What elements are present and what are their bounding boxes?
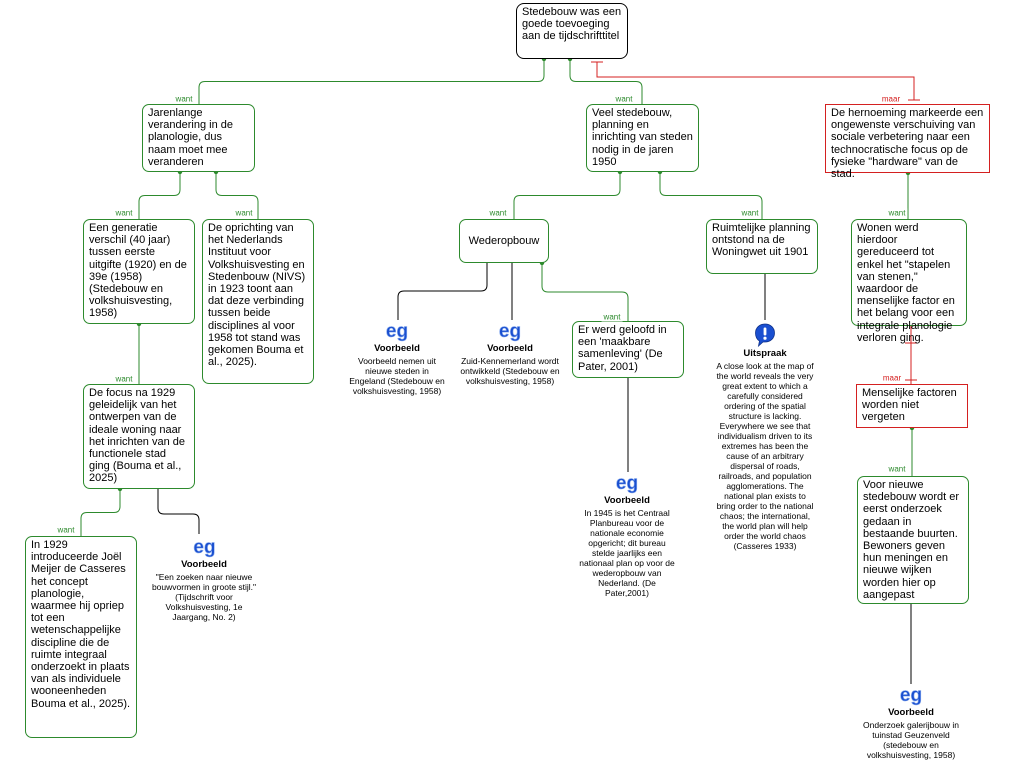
want-label-wederopbouw: want (487, 208, 509, 218)
reason-generatie[interactable]: Een generatie verschil (40 jaar) tussen … (83, 219, 195, 324)
svg-text:eg: eg (386, 322, 408, 342)
reason-wederopbouw[interactable]: Wederopbouw (459, 219, 549, 263)
reason-wonen[interactable]: Wonen werd hierdoor gereduceerd tot enke… (851, 219, 967, 344)
note-title: Voorbeeld (604, 495, 650, 506)
example-eg-icon: eg (386, 322, 409, 342)
link-root-hernoeming (596, 62, 915, 100)
svg-text:eg: eg (616, 474, 638, 494)
note-title: Voorbeeld (888, 707, 934, 718)
note-title: Uitspraak (743, 348, 787, 359)
link-focus-example (157, 489, 200, 534)
svg-text:eg: eg (499, 322, 521, 342)
want-label-jarenlange: want (173, 94, 195, 104)
link-focus-meijer (80, 489, 121, 536)
want-label-meijer: want (55, 525, 77, 535)
link-veel-ruimtelijke (659, 172, 763, 219)
reason-jarenlange[interactable]: Jarenlange verandering in de planologie,… (142, 104, 255, 172)
link-jarenlange-oprichting (215, 172, 259, 219)
want-label-generatie: want (113, 208, 135, 218)
want-label-maakbare: want (601, 312, 623, 322)
note-example-3[interactable]: eg Voorbeeld Zuid-Kennemerland wordt ont… (459, 322, 561, 386)
reason-meijer[interactable]: In 1929 introduceerde Joël Meijer de Cas… (25, 536, 137, 738)
want-label-wonen: want (886, 208, 908, 218)
want-label-focus: want (113, 374, 135, 384)
note-example-5[interactable]: eg Voorbeeld Onderzoek galerijbouw in tu… (859, 686, 963, 760)
reason-maakbare[interactable]: Er werd geloofd in een 'maakbare samenle… (572, 321, 684, 378)
exclamation-icon (755, 323, 775, 347)
example-eg-icon: eg (193, 538, 216, 558)
note-example-2[interactable]: eg Voorbeeld Voorbeeld nemen uit nieuwe … (349, 322, 445, 396)
reason-veel-stedebouw[interactable]: Veel stedebouw, planning en inrichting v… (586, 104, 699, 172)
want-label-nieuwe: want (886, 464, 908, 474)
link-root-jarenlange (198, 59, 545, 104)
link-wederopbouw-maakbare (541, 263, 629, 321)
note-body: In 1945 is het Centraal Planbureau voor … (579, 508, 675, 598)
svg-text:eg: eg (193, 538, 215, 558)
example-eg-icon: eg (616, 474, 639, 494)
link-root-veel (569, 59, 643, 104)
note-body: "Een zoeken naar nieuwe bouwvormen in gr… (151, 572, 257, 622)
maar-label-menselijke: maar (880, 373, 904, 383)
want-label-oprichting: want (233, 208, 255, 218)
objection-hernoeming[interactable]: De hernoeming markeerde een ongewenste v… (825, 104, 990, 180)
reason-nieuwe-stedebouw[interactable]: Voor nieuwe stedebouw wordt er eerst ond… (857, 476, 969, 604)
reason-oprichting[interactable]: De oprichting van het Nederlands Institu… (202, 219, 314, 384)
note-body: Onderzoek galerijbouw in tuinstad Geuzen… (863, 720, 959, 760)
svg-text:eg: eg (900, 686, 922, 706)
link-veel-wederopbouw (513, 172, 621, 219)
example-eg-icon: eg (900, 686, 923, 706)
note-title: Voorbeeld (181, 559, 227, 570)
wederopbouw-label: Wederopbouw (468, 234, 540, 247)
want-label-veel: want (613, 94, 635, 104)
note-title: Voorbeeld (487, 343, 533, 354)
note-body: Zuid-Kennemerland wordt ontwikkeld (Sted… (460, 356, 560, 386)
maar-label-hernoeming: maar (879, 94, 903, 104)
note-body: A close look at the map of the world rev… (716, 361, 814, 551)
reason-focus[interactable]: De focus na 1929 geleidelijk van het ont… (83, 384, 195, 489)
example-eg-icon: eg (499, 322, 522, 342)
reason-ruimtelijke[interactable]: Ruimtelijke planning ontstond na de Woni… (706, 219, 818, 274)
note-quote[interactable]: Uitspraak A close look at the map of the… (715, 323, 815, 551)
claim-root[interactable]: Stedebouw was een goede toevoeging aan d… (516, 3, 628, 59)
objection-menselijke[interactable]: Menselijke factoren worden niet vergeten (856, 384, 968, 428)
want-label-ruimtelijke: want (739, 208, 761, 218)
note-example-4[interactable]: eg Voorbeeld In 1945 is het Centraal Pla… (579, 474, 675, 598)
note-title: Voorbeeld (374, 343, 420, 354)
note-body: Voorbeeld nemen uit nieuwe steden in Eng… (349, 356, 445, 396)
link-jarenlange-generatie (138, 172, 181, 219)
note-example-1[interactable]: eg Voorbeeld "Een zoeken naar nieuwe bou… (152, 538, 257, 622)
link-wederopbouw-ex2 (397, 263, 488, 320)
